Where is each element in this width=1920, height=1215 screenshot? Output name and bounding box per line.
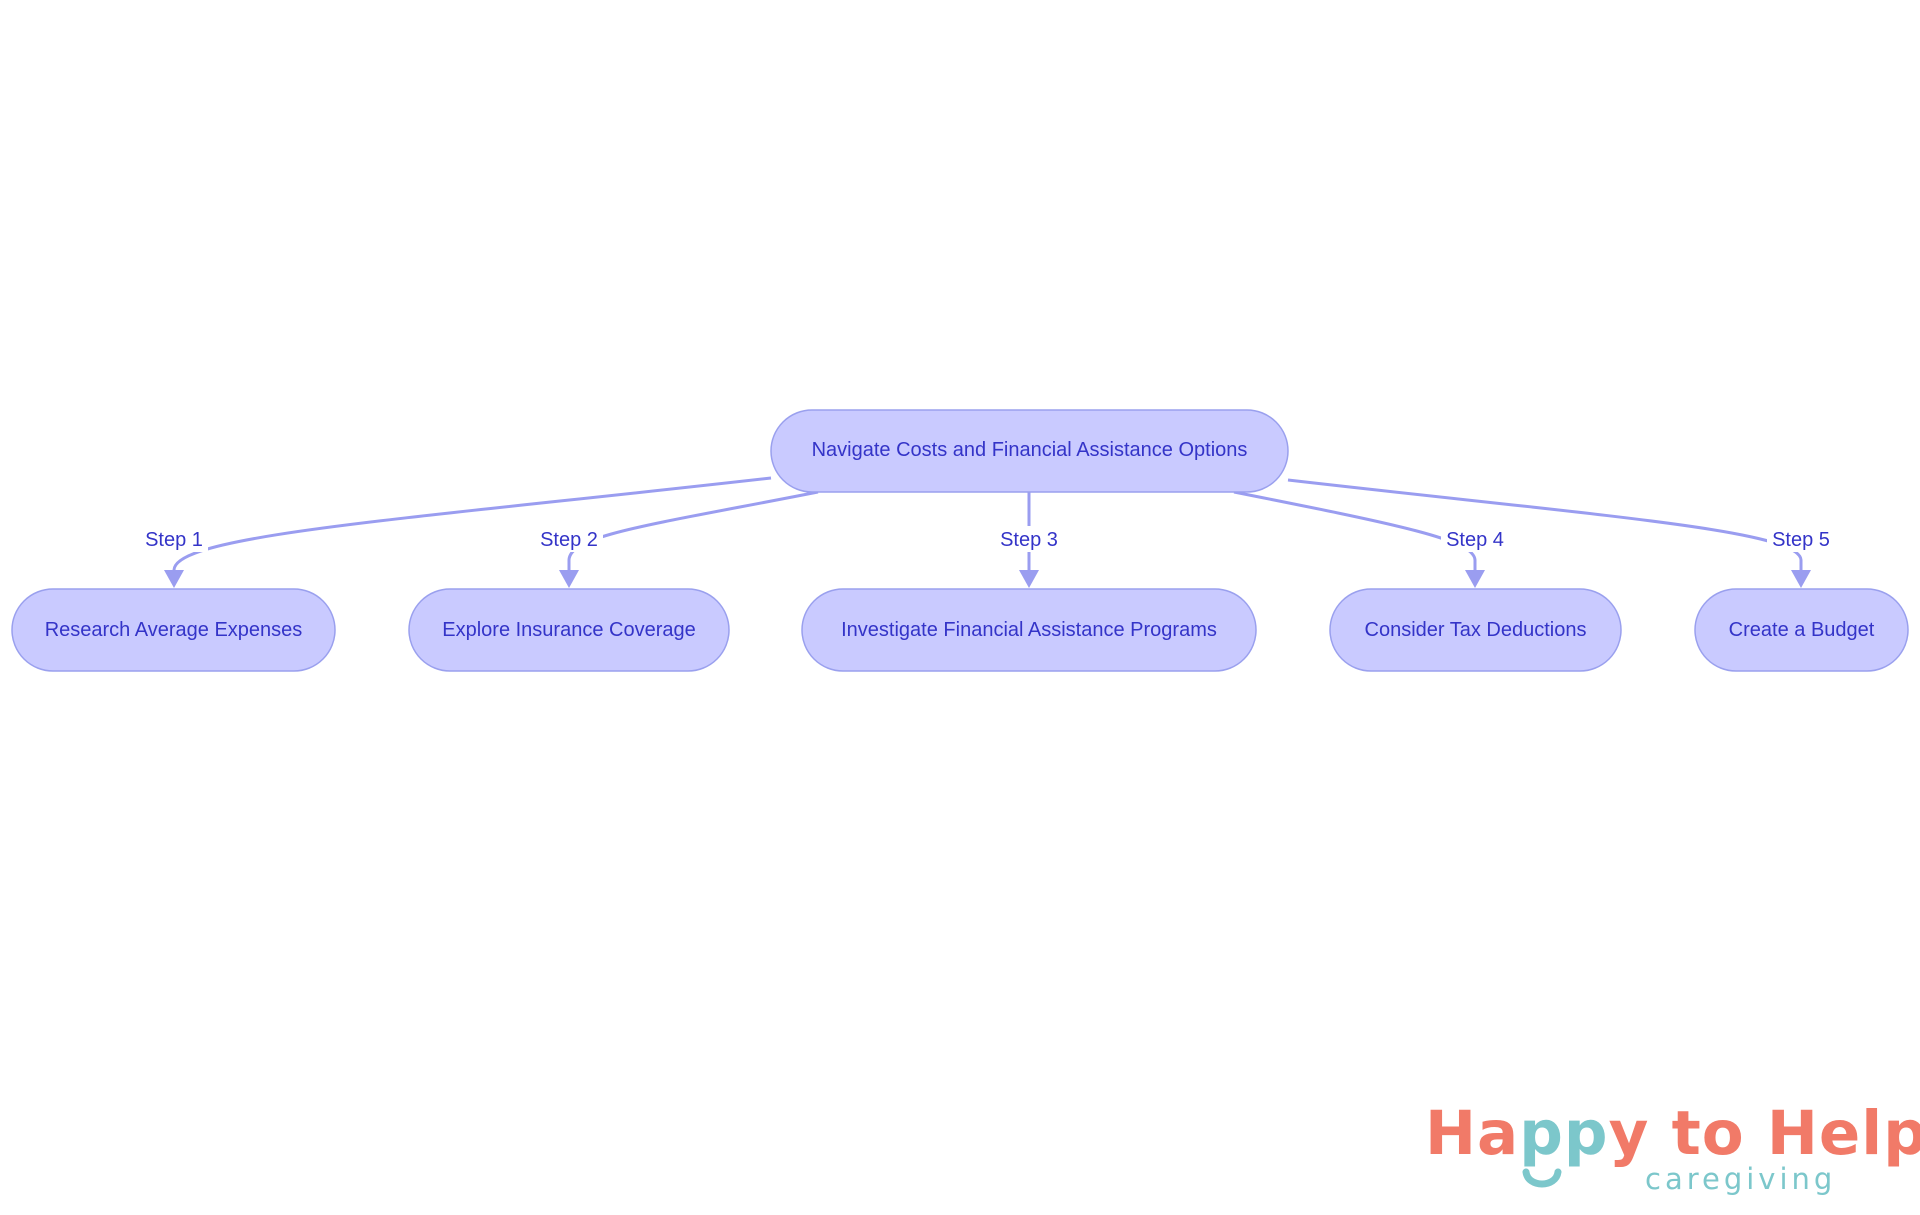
arrow-head-step-2 — [559, 570, 579, 588]
edge-step-2 — [567, 490, 819, 574]
edge-step-5 — [1287, 478, 1803, 574]
edge-label-step-1: Step 1 — [145, 529, 203, 551]
edge-step-4 — [1233, 490, 1477, 574]
happy-to-help-logo: Happy to Help caregiving — [1415, 1098, 1920, 1208]
child-node-research-average-expenses: Research Average Expenses — [11, 588, 336, 672]
arrow-head-step-3 — [1019, 570, 1039, 588]
smile-icon — [1522, 1168, 1562, 1188]
child-node-investigate-financial-assistance-programs: Investigate Financial Assistance Program… — [801, 588, 1257, 672]
edge-label-step-3: Step 3 — [1000, 529, 1058, 551]
child-node-label: Consider Tax Deductions — [1365, 619, 1587, 641]
edge-step-1 — [172, 476, 772, 585]
edge-labels: Step 1 Step 2 Step 3 Step 4 Step 5 — [140, 526, 1835, 552]
edge-label-step-2: Step 2 — [540, 529, 598, 551]
root-node-label: Navigate Costs and Financial Assistance … — [812, 439, 1248, 461]
edge-label-step-4: Step 4 — [1446, 529, 1504, 551]
child-node-create-a-budget: Create a Budget — [1694, 588, 1909, 672]
child-node-label: Create a Budget — [1729, 619, 1875, 641]
arrow-head-step-4 — [1465, 570, 1485, 588]
child-node-label: Investigate Financial Assistance Program… — [841, 619, 1217, 641]
edge-label-step-5: Step 5 — [1772, 529, 1830, 551]
child-node-label: Explore Insurance Coverage — [442, 619, 695, 641]
child-node-explore-insurance-coverage: Explore Insurance Coverage — [408, 588, 730, 672]
edges — [164, 476, 1811, 588]
arrow-head-step-5 — [1791, 570, 1811, 588]
arrow-head-step-1 — [164, 570, 184, 588]
logo-tagline: caregiving — [1645, 1162, 1837, 1196]
logo-wordmark: Happy to Help — [1425, 1098, 1920, 1169]
child-node-label: Research Average Expenses — [45, 619, 303, 641]
child-node-consider-tax-deductions: Consider Tax Deductions — [1329, 588, 1622, 672]
root-node: Navigate Costs and Financial Assistance … — [770, 409, 1289, 493]
